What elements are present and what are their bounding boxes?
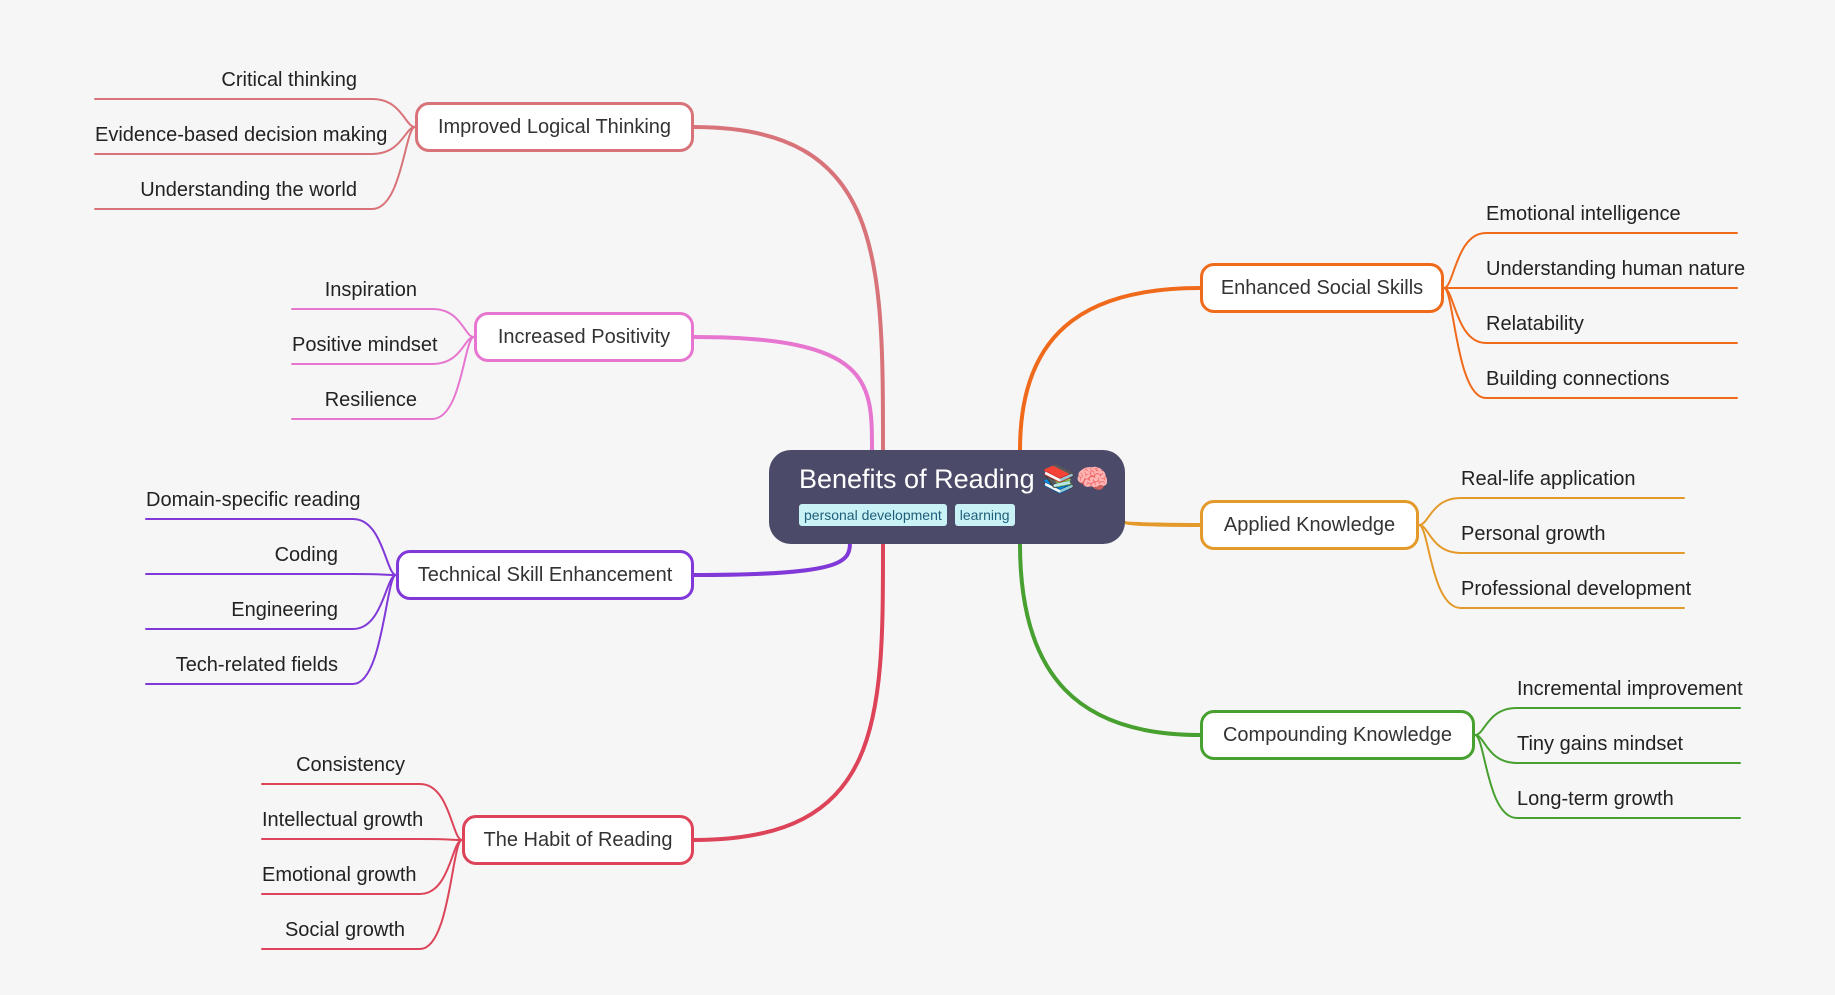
leaf-inspiration[interactable]: Inspiration xyxy=(324,279,417,301)
leaf-understanding-human-nature[interactable]: Understanding human nature xyxy=(1486,258,1746,280)
tag-list: personal development learning xyxy=(799,504,1125,526)
connector-line xyxy=(291,308,475,338)
connector-line xyxy=(291,336,475,365)
leaf-understanding-the-world[interactable]: Understanding the world xyxy=(140,179,357,201)
connector-line xyxy=(692,335,874,452)
tag-learning[interactable]: learning xyxy=(954,504,1015,526)
central-topic[interactable]: Benefits of Reading 📚🧠 personal developm… xyxy=(769,450,1125,544)
leaf-critical-thinking[interactable]: Critical thinking xyxy=(221,69,357,91)
leaf-tech-related-fields[interactable]: Tech-related fields xyxy=(175,654,338,676)
leaf-evidence-based-decision-making[interactable]: Evidence-based decision making xyxy=(95,124,388,146)
connector-line xyxy=(94,126,416,210)
leaf-consistency[interactable]: Consistency xyxy=(296,754,405,776)
leaf-resilience[interactable]: Resilience xyxy=(324,389,417,411)
connector-line xyxy=(145,518,397,576)
leaf-emotional-intelligence[interactable]: Emotional intelligence xyxy=(1486,203,1681,225)
leaf-incremental-improvement[interactable]: Incremental improvement xyxy=(1517,678,1743,700)
connector-line xyxy=(261,839,463,950)
leaf-domain-specific-reading[interactable]: Domain-specific reading xyxy=(146,489,361,511)
connector-line xyxy=(692,538,852,577)
leaf-professional-development[interactable]: Professional development xyxy=(1461,578,1692,600)
connector-line xyxy=(1418,524,1685,554)
central-topic-title: Benefits of Reading 📚🧠 xyxy=(799,464,1110,494)
branch-the-habit-of-reading[interactable]: The Habit of Reading xyxy=(462,815,694,865)
connector-line xyxy=(145,574,397,685)
connector-line xyxy=(1018,286,1202,452)
connector-line xyxy=(692,125,885,452)
leaf-building-connections[interactable]: Building connections xyxy=(1486,368,1670,390)
connector-line xyxy=(94,126,416,155)
connector-line xyxy=(145,573,397,576)
branch-technical-skill-enhancement[interactable]: Technical Skill Enhancement xyxy=(396,550,694,600)
leaf-engineering[interactable]: Engineering xyxy=(231,599,338,621)
connector-line xyxy=(1474,734,1741,764)
connector-line xyxy=(94,98,416,128)
leaf-positive-mindset[interactable]: Positive mindset xyxy=(292,334,438,356)
leaf-long-term-growth[interactable]: Long-term growth xyxy=(1517,788,1674,810)
leaf-tiny-gains-mindset[interactable]: Tiny gains mindset xyxy=(1517,733,1683,755)
connector-line xyxy=(1123,521,1202,527)
connector-line xyxy=(1443,232,1738,289)
branch-applied-knowledge[interactable]: Applied Knowledge xyxy=(1200,500,1419,550)
leaf-coding[interactable]: Coding xyxy=(274,544,338,566)
leaf-intellectual-growth[interactable]: Intellectual growth xyxy=(262,809,424,831)
connector-line xyxy=(1018,542,1202,737)
leaf-social-growth[interactable]: Social growth xyxy=(284,919,405,941)
connector-line xyxy=(1474,707,1741,736)
branch-improved-logical-thinking[interactable]: Improved Logical Thinking xyxy=(415,102,694,152)
branch-enhanced-social-skills[interactable]: Enhanced Social Skills xyxy=(1200,263,1444,313)
connector-line xyxy=(261,838,463,841)
connector-line xyxy=(291,336,475,420)
connector-line xyxy=(692,542,885,842)
branch-increased-positivity[interactable]: Increased Positivity xyxy=(474,312,694,362)
connector-line xyxy=(1474,734,1741,819)
connector-line xyxy=(261,783,463,841)
leaf-real-life-application[interactable]: Real-life application xyxy=(1461,468,1636,490)
leaf-relatability[interactable]: Relatability xyxy=(1486,313,1584,335)
branch-compounding-knowledge[interactable]: Compounding Knowledge xyxy=(1200,710,1475,760)
leaf-emotional-growth[interactable]: Emotional growth xyxy=(262,864,417,886)
leaf-personal-growth[interactable]: Personal growth xyxy=(1461,523,1606,545)
connector-line xyxy=(1418,524,1685,609)
tag-personal-development[interactable]: personal development xyxy=(799,504,947,526)
connector-line xyxy=(1443,287,1738,399)
connector-line xyxy=(1418,497,1685,526)
